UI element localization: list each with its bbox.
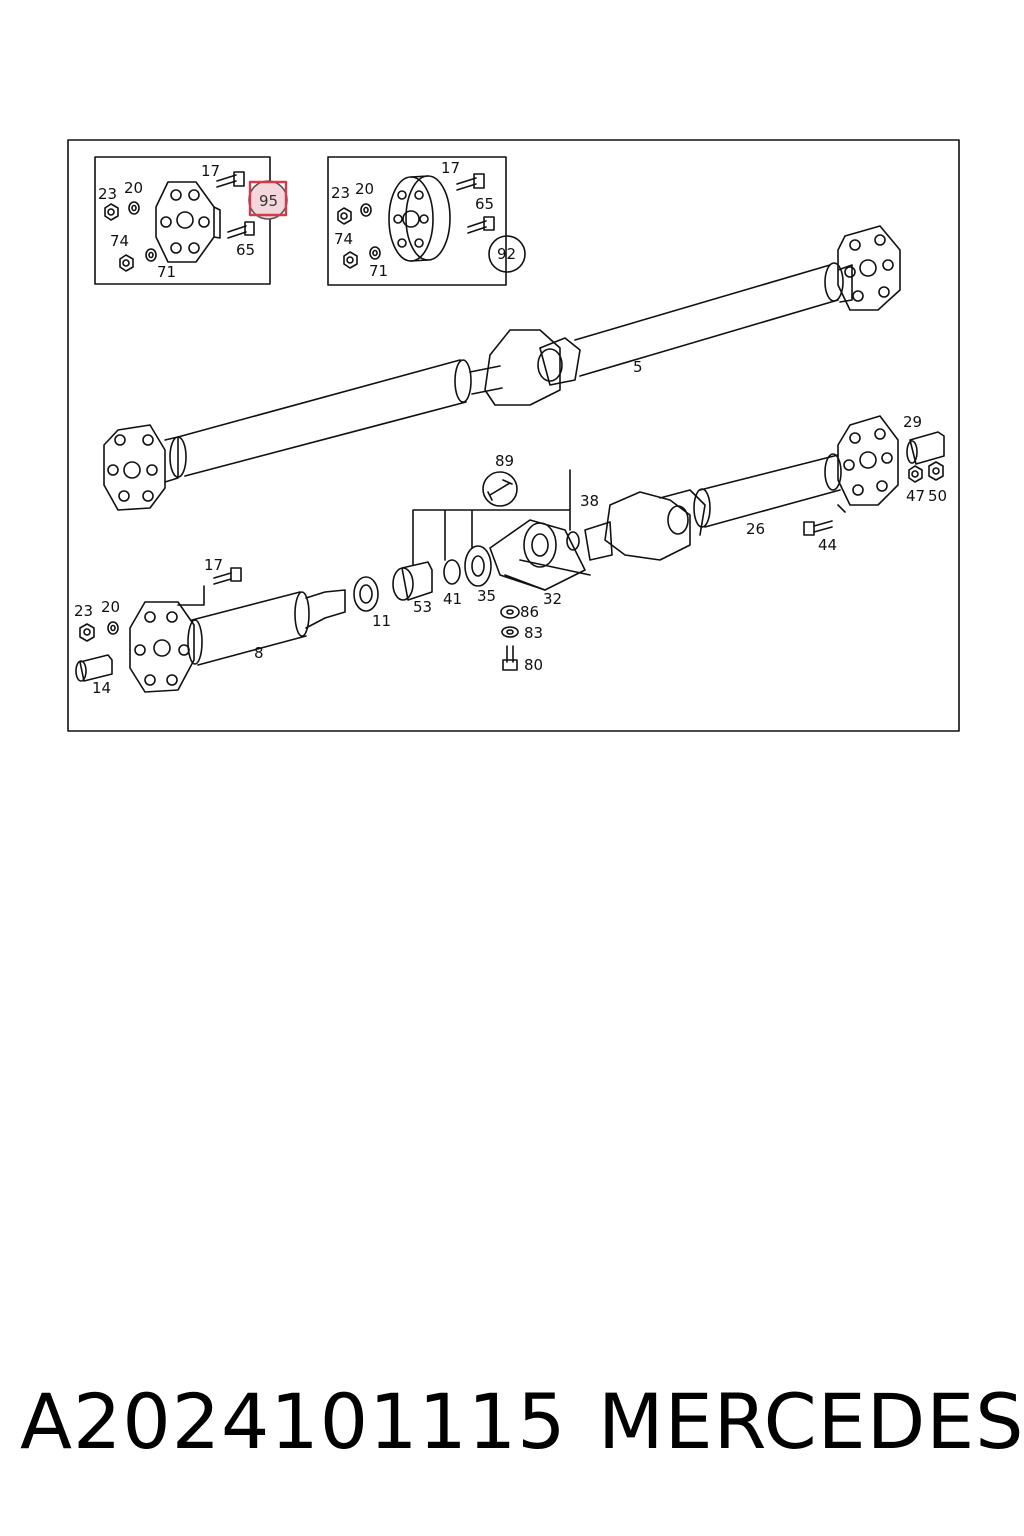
part-labels: 17 23 20 74 71 65 95 17 23 20 65 74 71 9…: [74, 159, 947, 697]
label-part-20: 20: [101, 598, 120, 616]
label-inset1-23: 23: [98, 185, 117, 203]
label-part-50: 50: [928, 487, 947, 505]
label-inset2-17: 17: [441, 159, 460, 177]
inset-flex-disc-1: [94, 156, 271, 285]
inset-flex-disc-2: [327, 156, 526, 286]
label-inset1-17: 17: [201, 162, 220, 180]
label-inset1-71: 71: [157, 263, 176, 281]
propeller-shaft-rear: [566, 415, 945, 561]
label-inset1-65: 65: [236, 241, 255, 259]
label-part-32: 32: [543, 590, 562, 608]
label-part-44: 44: [818, 536, 837, 554]
label-inset1-74: 74: [110, 232, 129, 250]
label-inset2-92: 92: [497, 245, 516, 263]
diagram-frame: [67, 139, 960, 732]
callout-95-highlight-box: [248, 180, 288, 217]
label-inset2-74: 74: [334, 230, 353, 248]
propeller-shaft-front: [75, 504, 846, 693]
label-part-89: 89: [495, 452, 514, 470]
label-part-86: 86: [520, 603, 539, 621]
brand-name: MERCEDES: [598, 1377, 1024, 1466]
center-bearing-parts: [353, 469, 591, 671]
label-part-53: 53: [413, 598, 432, 616]
label-part-29: 29: [903, 413, 922, 431]
label-part-5: 5: [633, 358, 643, 376]
propeller-shaft-upper: [103, 225, 901, 511]
label-inset2-20: 20: [355, 180, 374, 198]
label-part-41: 41: [443, 590, 462, 608]
label-part-47: 47: [906, 487, 925, 505]
label-part-38: 38: [580, 492, 599, 510]
label-part-26: 26: [746, 520, 765, 538]
label-part-83: 83: [524, 624, 543, 642]
label-part-80: 80: [524, 656, 543, 674]
label-inset1-95: 95: [259, 192, 278, 210]
label-part-14: 14: [92, 679, 111, 697]
label-part-8: 8: [254, 644, 264, 662]
label-inset2-71: 71: [369, 262, 388, 280]
label-inset2-23: 23: [331, 184, 350, 202]
label-part-17: 17: [204, 556, 223, 574]
part-number: A2024101115: [20, 1377, 567, 1466]
label-inset1-20: 20: [124, 179, 143, 197]
label-part-11: 11: [372, 612, 391, 630]
label-part-23: 23: [74, 602, 93, 620]
parts-diagram: 17 23 20 74 71 65 95 17 23 20 65 74 71 9…: [67, 139, 960, 732]
label-part-35: 35: [477, 587, 496, 605]
label-inset2-65: 65: [475, 195, 494, 213]
